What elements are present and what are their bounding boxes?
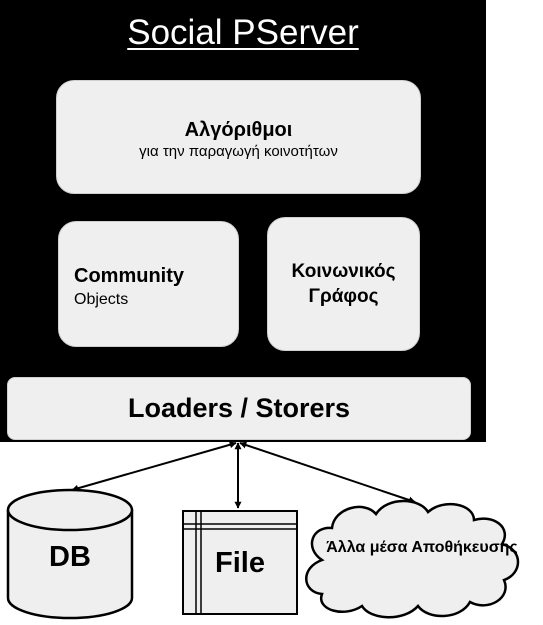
community-title: Community [74, 265, 184, 287]
community-subtitle: Objects [74, 291, 129, 308]
db-label: DB [49, 541, 91, 573]
social-graph-box: Κοινωνικός Γράφος [267, 217, 420, 351]
algorithms-subtitle: για την παραγωγή κοινοτήτων [139, 143, 338, 160]
loaders-storers-label: Loaders / Storers [127, 393, 351, 423]
social-graph-title: Κοινωνικός Γράφος [291, 261, 396, 307]
file-document-icon [182, 510, 298, 615]
social-pserver-container: Social PServer Αλγόριθμοι για την παραγω… [0, 0, 486, 442]
file-label: File [215, 547, 265, 579]
community-objects-box: Community Objects [58, 221, 239, 347]
db-cylinder-icon [6, 488, 134, 620]
server-title: Social PServer [127, 13, 359, 52]
arrow-to-db [71, 441, 237, 492]
algorithms-title: Αλγόριθμοι [184, 119, 293, 141]
arrow-to-other [239, 441, 416, 504]
cloud-storage-icon [305, 499, 520, 619]
algorithms-box: Αλγόριθμοι για την παραγωγή κοινοτήτων [56, 80, 421, 194]
other-storage-label: Άλλα μέσα Αποθήκευσης [326, 539, 518, 556]
loaders-storers-box: Loaders / Storers [7, 377, 471, 440]
